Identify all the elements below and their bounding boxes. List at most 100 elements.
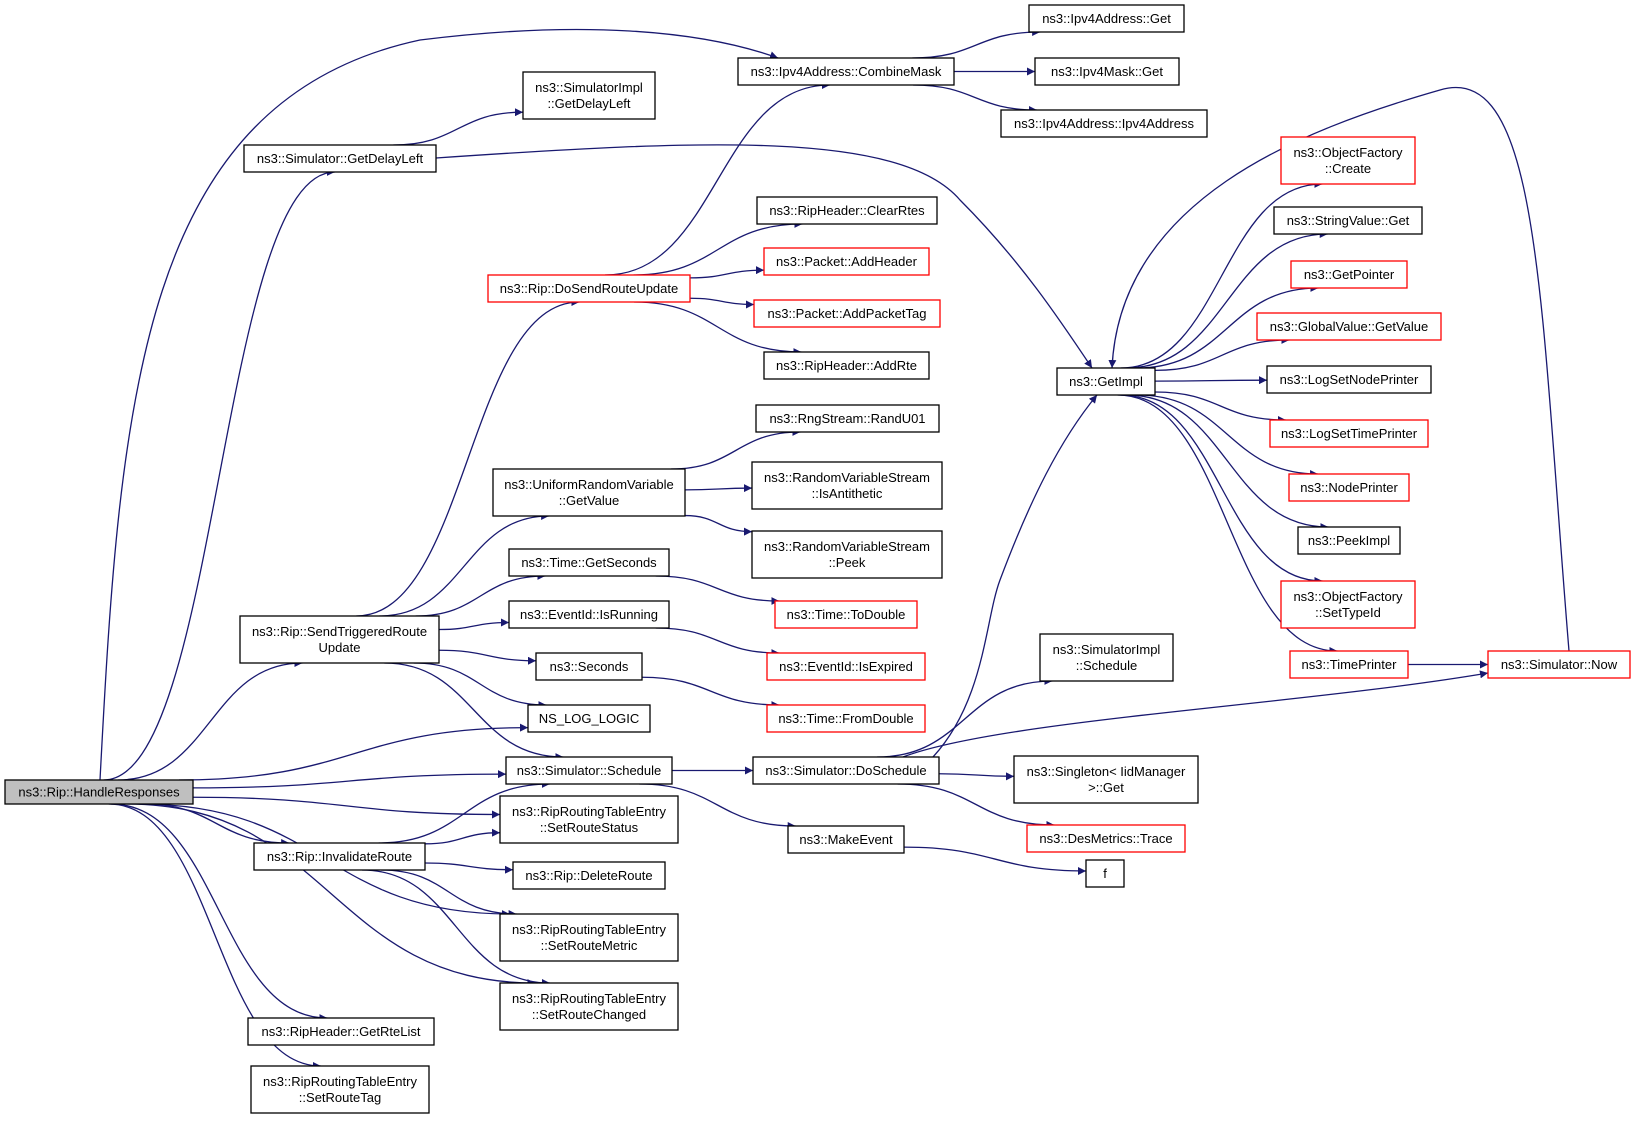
node-peekImpl[interactable]: ns3::PeekImpl [1297, 526, 1401, 555]
node-ipv4AddrCtor[interactable]: ns3::Ipv4Address::Ipv4Address [1000, 109, 1208, 138]
node-nodePrinter[interactable]: ns3::NodePrinter [1288, 473, 1410, 502]
node-label: ns3::RipHeader::AddRte [776, 358, 917, 373]
edge-simDelay-to-simImplDelay [393, 108, 524, 146]
node-label: ns3::TimePrinter [1302, 657, 1398, 672]
node-label: ns3::DesMetrics::Trace [1039, 831, 1172, 846]
node-box [1013, 755, 1199, 804]
node-box [4, 779, 194, 805]
node-box [1289, 650, 1409, 679]
node-ipv4MaskGet[interactable]: ns3::Ipv4Mask::Get [1034, 57, 1180, 86]
node-doSchedule[interactable]: ns3::Simulator::DoSchedule [752, 756, 940, 785]
node-label: ns3::RandomVariableStream [764, 539, 930, 554]
node-ipv4AddrGet[interactable]: ns3::Ipv4Address::Get [1028, 4, 1185, 33]
node-globalGetValue[interactable]: ns3::GlobalValue::GetValue [1256, 312, 1442, 341]
node-label: ns3::Packet::AddHeader [776, 254, 918, 269]
node-addPacketTag[interactable]: ns3::Packet::AddPacketTag [753, 299, 941, 328]
node-combineMask[interactable]: ns3::Ipv4Address::CombineMask [737, 57, 955, 86]
node-label: ns3::LogSetTimePrinter [1281, 426, 1418, 441]
node-box [1085, 859, 1125, 888]
node-label: ::Create [1325, 161, 1371, 176]
node-label: ns3::EventId::IsExpired [779, 659, 913, 674]
node-simNow[interactable]: ns3::Simulator::Now [1487, 650, 1631, 679]
node-label: ns3::Seconds [550, 659, 629, 674]
node-rvsPeek[interactable]: ns3::RandomVariableStream::Peek [751, 530, 943, 579]
edge-simSchedule-to-makeEvent [639, 783, 796, 830]
node-label: ::SetTypeId [1315, 605, 1381, 620]
node-nsLogLogic[interactable]: NS_LOG_LOGIC [527, 704, 651, 733]
node-fromDouble[interactable]: ns3::Time::FromDouble [766, 704, 926, 733]
node-label: ns3::EventId::IsRunning [520, 607, 658, 622]
node-label: ns3::RipRoutingTableEntry [263, 1074, 417, 1089]
node-box [1266, 365, 1432, 394]
node-clearRtes[interactable]: ns3::RipHeader::ClearRtes [756, 196, 938, 225]
node-desTrace[interactable]: ns3::DesMetrics::Trace [1026, 824, 1186, 853]
node-box [508, 548, 670, 577]
node-box [499, 913, 679, 962]
node-simDelay[interactable]: ns3::Simulator::GetDelayLeft [243, 144, 437, 173]
node-setRouteMetric[interactable]: ns3::RipRoutingTableEntry::SetRouteMetri… [499, 913, 679, 962]
node-toDouble[interactable]: ns3::Time::ToDouble [774, 600, 918, 629]
node-ofSetTypeId[interactable]: ns3::ObjectFactory::SetTypeId [1280, 580, 1416, 629]
node-getImpl[interactable]: ns3::GetImpl [1056, 367, 1156, 396]
node-deleteRoute[interactable]: ns3::Rip::DeleteRoute [512, 861, 666, 890]
node-label: ns3::RipRoutingTableEntry [512, 804, 666, 819]
node-seconds[interactable]: ns3::Seconds [535, 652, 643, 681]
node-ofCreate[interactable]: ns3::ObjectFactory::Create [1280, 136, 1416, 185]
edge-sendTriggered-to-nsLogLogic [413, 662, 547, 709]
node-randU01[interactable]: ns3::RngStream::RandU01 [755, 404, 940, 433]
node-label: ns3::Rip::SendTriggeredRoute [252, 624, 427, 639]
node-label: ::SetRouteChanged [532, 1007, 646, 1022]
node-stringValueGet[interactable]: ns3::StringValue::Get [1273, 206, 1423, 235]
edge-invalidateRoute-to-setRouteChanged [361, 869, 550, 987]
node-label: ::SetRouteTag [299, 1090, 381, 1105]
node-uniformGet[interactable]: ns3::UniformRandomVariable::GetValue [492, 468, 686, 517]
node-logSetTime[interactable]: ns3::LogSetTimePrinter [1269, 419, 1429, 448]
node-setRouteTag[interactable]: ns3::RipRoutingTableEntry::SetRouteTag [250, 1065, 430, 1114]
node-setRouteStatus[interactable]: ns3::RipRoutingTableEntry::SetRouteStatu… [499, 795, 679, 844]
edge-sendTriggered-to-doSend [356, 298, 580, 617]
node-addHeader[interactable]: ns3::Packet::AddHeader [763, 247, 930, 276]
edge-sendTriggered-to-isRunning [438, 618, 510, 631]
node-doSend[interactable]: ns3::Rip::DoSendRouteUpdate [487, 274, 691, 303]
node-invalidateRoute[interactable]: ns3::Rip::InvalidateRoute [253, 842, 426, 871]
node-label: ns3::LogSetNodePrinter [1280, 372, 1419, 387]
node-setRouteChanged[interactable]: ns3::RipRoutingTableEntry::SetRouteChang… [499, 982, 679, 1031]
node-label: ns3::Time::FromDouble [778, 711, 913, 726]
node-getPointer[interactable]: ns3::GetPointer [1290, 260, 1408, 289]
node-root[interactable]: ns3::Rip::HandleResponses [4, 779, 194, 805]
node-label: ns3::Rip::DoSendRouteUpdate [500, 281, 679, 296]
node-box [505, 756, 673, 785]
edge-invalidateRoute-to-simSchedule [378, 780, 550, 844]
node-label: f [1103, 866, 1107, 881]
node-timePrinter[interactable]: ns3::TimePrinter [1289, 650, 1409, 679]
node-addRte[interactable]: ns3::RipHeader::AddRte [763, 351, 930, 380]
edge-doSchedule-to-singletonGet [938, 772, 1015, 781]
node-box [1297, 526, 1401, 555]
node-f[interactable]: f [1085, 859, 1125, 888]
node-simImplDelay[interactable]: ns3::SimulatorImpl::GetDelayLeft [522, 71, 656, 120]
node-isAntithetic[interactable]: ns3::RandomVariableStream::IsAntithetic [751, 461, 943, 510]
node-getSeconds[interactable]: ns3::Time::GetSeconds [508, 548, 670, 577]
node-logSetNode[interactable]: ns3::LogSetNodePrinter [1266, 365, 1432, 394]
edge-invalidateRoute-to-setRouteStatus [424, 828, 501, 845]
node-simImplSchedule[interactable]: ns3::SimulatorImpl::Schedule [1039, 633, 1174, 682]
call-edges [99, 28, 1570, 1070]
node-box [737, 57, 955, 86]
edge-root-to-simSchedule [192, 770, 507, 789]
node-singletonGet[interactable]: ns3::Singleton< IidManager>::Get [1013, 755, 1199, 804]
node-isExpired[interactable]: ns3::EventId::IsExpired [766, 652, 926, 681]
node-box [751, 530, 943, 579]
node-label: >::Get [1088, 780, 1124, 795]
node-box [1056, 367, 1156, 396]
edge-doSend-to-addHeader [689, 266, 765, 279]
node-isRunning[interactable]: ns3::EventId::IsRunning [508, 600, 670, 629]
node-label: ns3::RipRoutingTableEntry [512, 922, 666, 937]
edge-combineMask-to-ipv4AddrCtor [912, 84, 1038, 114]
node-box [755, 404, 940, 433]
edge-getImpl-to-logSetNode [1154, 376, 1268, 385]
node-makeEvent[interactable]: ns3::MakeEvent [787, 825, 905, 854]
node-getRteList[interactable]: ns3::RipHeader::GetRteList [247, 1017, 435, 1046]
node-simSchedule[interactable]: ns3::Simulator::Schedule [505, 756, 673, 785]
